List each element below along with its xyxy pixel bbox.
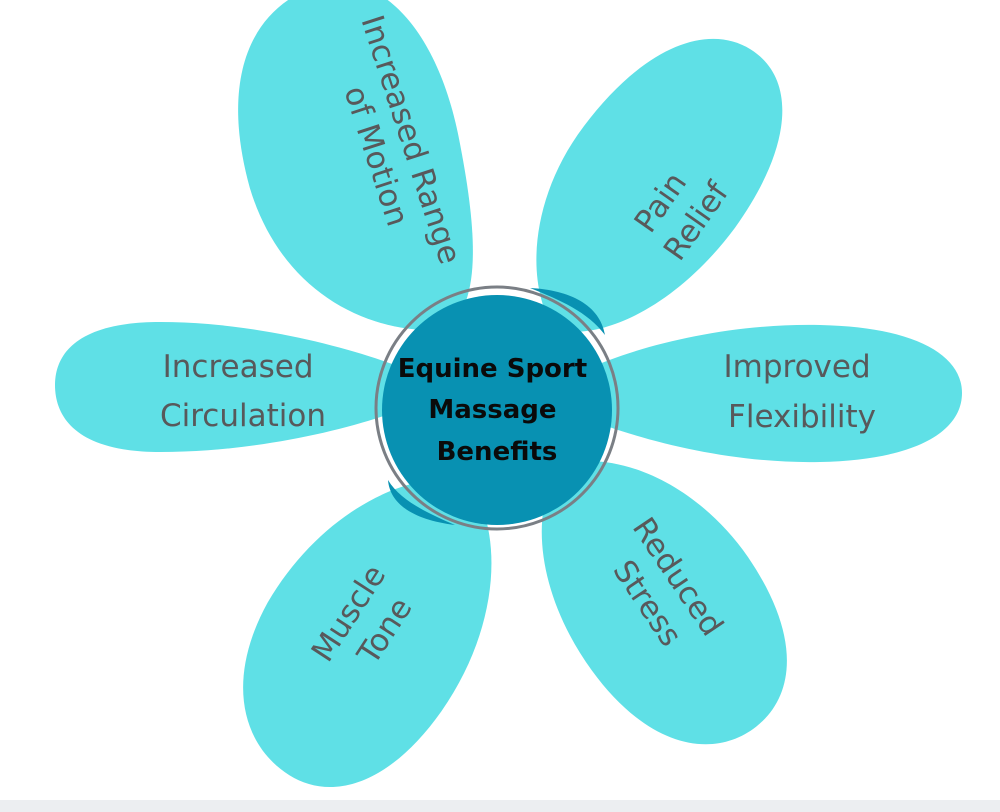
center-title-line: Massage	[428, 395, 556, 425]
petal-label-line: Circulation	[160, 398, 326, 434]
center-title: Equine Sport Massage Benefits	[398, 354, 597, 467]
petal-label-improved-flexibility: Improved Flexibility	[723, 349, 880, 435]
petal-label-line: Improved	[723, 349, 870, 385]
center-outer-ring	[374, 285, 620, 531]
petal-shape	[243, 478, 492, 787]
petal-muscle-tone: Muscle Tone	[243, 478, 492, 787]
petal-label-line: Flexibility	[728, 399, 876, 435]
petal-increased-circulation: Increased Circulation	[55, 322, 395, 452]
petal-label-increased-circulation: Increased Circulation	[160, 349, 326, 434]
petal-shape	[238, 0, 473, 331]
petal-increased-range-of-motion: Increased Range of Motion	[238, 0, 473, 331]
decorative-swoosh-bottom	[388, 480, 455, 525]
bottom-divider	[0, 800, 1000, 812]
petal-pain-relief: Pain Relief	[536, 38, 783, 332]
decorative-swoosh-top	[530, 288, 605, 335]
petal-shape	[55, 322, 395, 452]
petal-label-line: Increased	[163, 349, 314, 385]
center-node: Equine Sport Massage Benefits	[374, 285, 620, 531]
center-circle	[382, 295, 612, 525]
petal-improved-flexibility: Improved Flexibility	[585, 324, 962, 463]
petals-group: Increased Range of Motion Pain Relief Im…	[55, 0, 962, 787]
petal-shape	[541, 461, 787, 745]
petal-reduced-stress: Reduced Stress	[541, 461, 787, 745]
center-title-line: Equine Sport	[398, 354, 587, 384]
petal-shape	[536, 38, 783, 332]
petal-shape	[585, 324, 962, 463]
center-title-line: Benefits	[437, 437, 558, 467]
